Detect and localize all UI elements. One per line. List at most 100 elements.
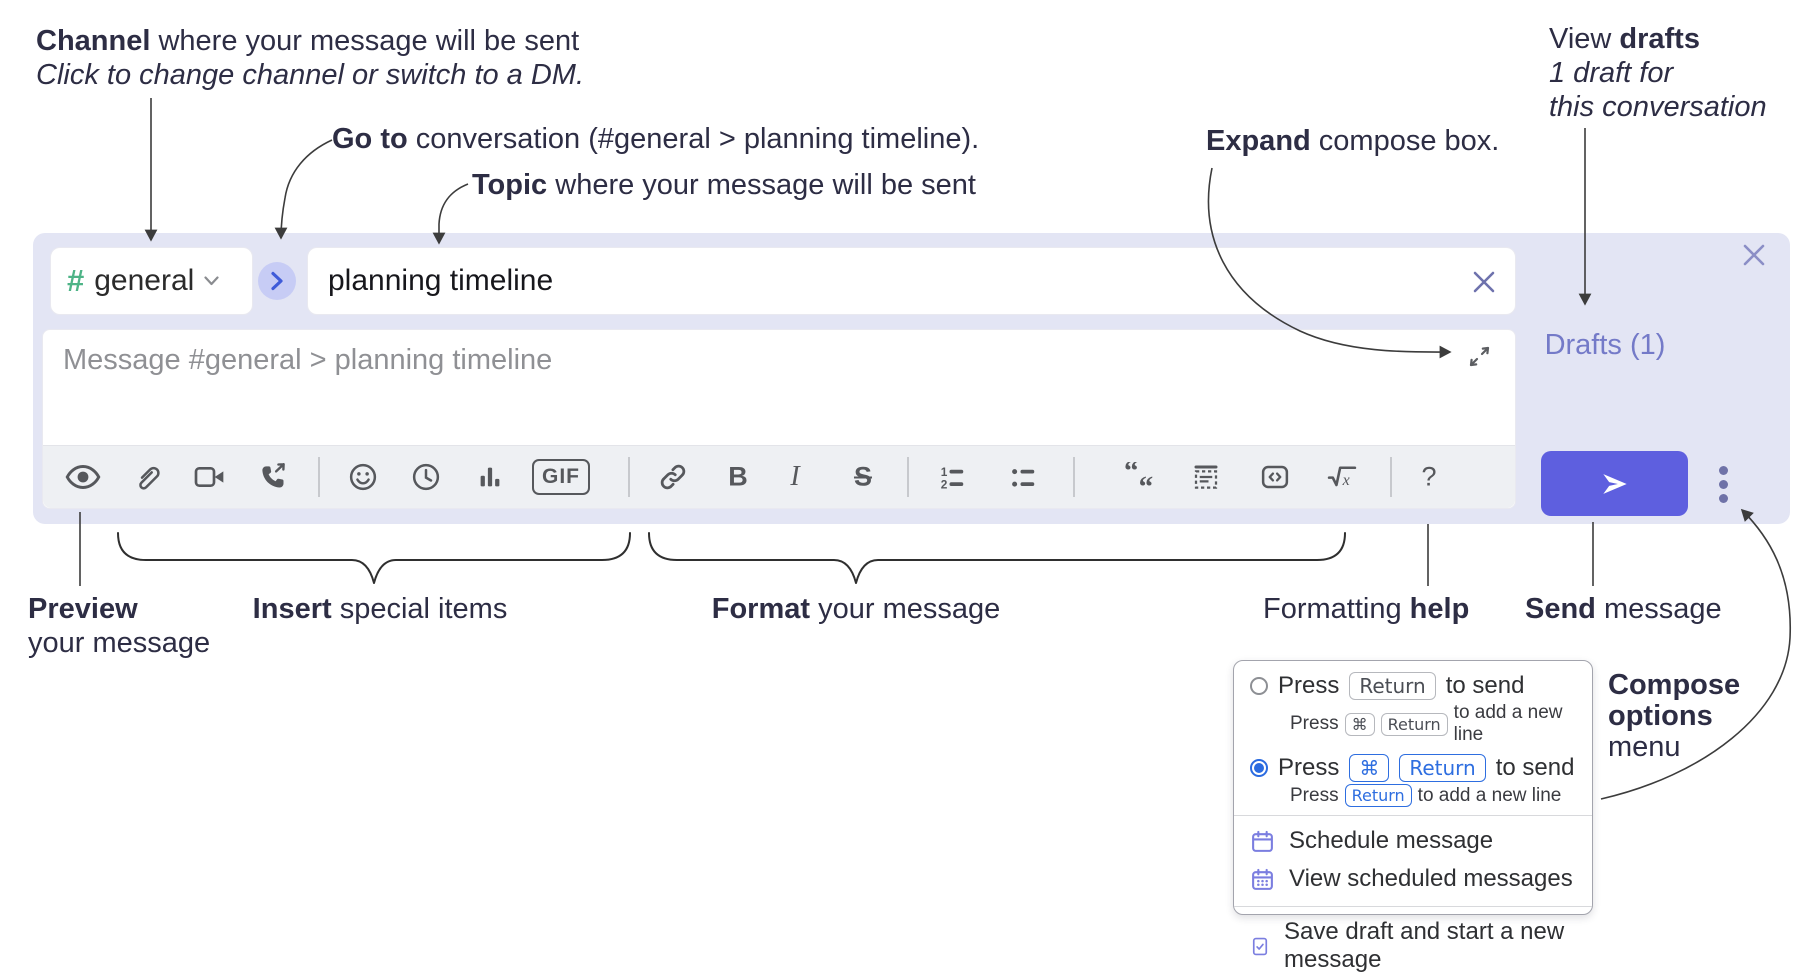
strikethrough-icon: S [853, 461, 873, 492]
annotation-preview-line2: your message [28, 627, 211, 659]
formatting-help-button[interactable]: ? [1421, 462, 1436, 493]
annotation-expand-bold: Expand [1206, 125, 1311, 157]
annotation-compose-options-line1: Compose [1608, 669, 1741, 701]
compose-toolbar: GIF B I S 1 2 [43, 445, 1515, 508]
bold-button[interactable]: B [728, 462, 748, 493]
menu-item-label: Schedule message [1289, 827, 1494, 854]
chevron-down-icon [204, 276, 219, 286]
annotation-preview: Preview your message [28, 592, 210, 660]
compose-options-popup: Press Return to send Press ⌘ Return to a… [1233, 660, 1593, 973]
insert-link-button[interactable] [658, 462, 688, 492]
annotation-topic: Topic where your message will be sent [472, 168, 976, 202]
video-camera-icon [194, 467, 224, 487]
bulleted-list-button[interactable] [1008, 462, 1038, 492]
channel-selector[interactable]: # general [50, 247, 253, 315]
compose-box: # general planning timeline Message #gen… [33, 233, 1790, 524]
annotation-goto-rest: conversation (#general > planning timeli… [407, 123, 980, 155]
attach-file-button[interactable] [132, 462, 162, 492]
annotation-expand: Expand compose box. [1206, 124, 1499, 158]
add-gif-button[interactable]: GIF [532, 459, 590, 495]
menu-item-label: View scheduled messages [1289, 865, 1573, 892]
annotation-channel-line2: Click to change channel or switch to a D… [36, 59, 585, 91]
popup-o2s-pre: Press [1290, 784, 1339, 806]
topic-value: planning timeline [328, 264, 554, 297]
menu-item-schedule-message[interactable]: Schedule message [1250, 822, 1592, 860]
menu-item-save-draft[interactable]: Save draft and start a new message [1250, 913, 1592, 979]
add-emoji-button[interactable] [348, 462, 378, 492]
popup-option1-subtext: Press ⌘ Return to add a new line [1290, 702, 1592, 746]
svg-text:1: 1 [941, 465, 948, 479]
annotation-insert-bold: Insert [252, 593, 332, 625]
annotation-preview-bold: Preview [28, 593, 138, 625]
quote-icon: “ “ [1124, 462, 1153, 492]
ellipsis-dot [1718, 465, 1728, 475]
calendar-icon [1252, 830, 1273, 852]
annotation-send-rest: message [1595, 593, 1722, 625]
close-icon [1743, 244, 1765, 266]
italic-icon: I [790, 461, 800, 492]
kbd-return: Return [1349, 672, 1436, 700]
annotation-send: Send message [1525, 592, 1722, 626]
annotation-drafts-line2: 1 draft for [1549, 57, 1674, 89]
menu-item-label: Save draft and start a new message [1284, 918, 1565, 973]
spoiler-icon [1194, 465, 1218, 489]
calendar-scheduled-icon [1252, 868, 1273, 890]
code-button[interactable] [1260, 462, 1290, 492]
quote-button[interactable]: “ “ [1124, 462, 1158, 492]
message-placeholder: Message #general > planning timeline [63, 344, 553, 376]
popup-o2s-post: to add a new line [1417, 784, 1562, 806]
toolbar-divider [1073, 457, 1075, 497]
annotation-channel: Channel where your message will be sent … [36, 24, 584, 92]
annotation-help-pre: Formatting [1263, 593, 1410, 625]
popup-divider [1234, 815, 1592, 816]
clear-topic-button[interactable] [1471, 269, 1497, 300]
channel-name: general [94, 264, 195, 297]
annotation-drafts-pre: View [1549, 23, 1620, 55]
send-button[interactable] [1541, 451, 1688, 516]
close-icon [1473, 271, 1495, 293]
drafts-link[interactable]: Drafts (1) [1544, 329, 1666, 361]
preview-message-button[interactable] [65, 464, 101, 490]
close-compose-button[interactable] [1740, 241, 1768, 274]
send-icon [1602, 473, 1627, 494]
annotation-channel-rest: where your message will be sent [150, 25, 580, 57]
start-video-call-button[interactable] [194, 464, 226, 490]
popup-o1s-post: to add a new line [1453, 702, 1563, 745]
radio-unselected-icon[interactable] [1250, 677, 1268, 695]
topic-input[interactable]: planning timeline [307, 247, 1516, 315]
go-to-conversation-button[interactable] [258, 262, 296, 300]
expand-icon [1469, 346, 1490, 367]
popup-option-cmd-return-to-send[interactable]: Press ⌘ Return to send [1250, 754, 1592, 782]
math-latex-icon: x [1327, 466, 1357, 489]
menu-item-view-scheduled[interactable]: View scheduled messages [1250, 860, 1592, 898]
italic-button[interactable]: I [790, 461, 799, 493]
annotation-topic-rest: where your message will be sent [547, 169, 976, 201]
spoiler-button[interactable] [1191, 462, 1221, 492]
annotation-help: Formatting help [1263, 592, 1469, 626]
radio-selected-icon[interactable] [1250, 759, 1268, 777]
annotation-drafts-line3: this conversation [1549, 91, 1767, 123]
annotation-view-drafts: View drafts 1 draft for this conversatio… [1549, 22, 1767, 124]
toolbar-divider [318, 457, 320, 497]
annotation-send-bold: Send [1525, 593, 1596, 625]
annotation-goto: Go to conversation (#general > planning … [332, 122, 979, 156]
ellipsis-dot [1718, 493, 1728, 503]
add-global-time-button[interactable] [411, 462, 441, 492]
brace-format [648, 532, 1346, 584]
numbered-list-button[interactable]: 1 2 [937, 462, 967, 492]
numbered-list-icon: 1 2 [941, 465, 964, 491]
math-button[interactable]: x [1326, 462, 1358, 492]
message-compose-area[interactable]: Message #general > planning timeline [42, 329, 1516, 509]
svg-text:x: x [1342, 472, 1350, 489]
compose-options-button[interactable] [1710, 461, 1736, 507]
popup-option-return-to-send[interactable]: Press Return to send [1250, 672, 1592, 700]
start-voice-call-button[interactable] [258, 462, 288, 492]
annotation-goto-bold: Go to [332, 123, 408, 155]
bar-chart-icon [480, 467, 500, 487]
annotation-format-bold: Format [711, 593, 811, 625]
chevron-right-icon [271, 271, 283, 291]
smiley-icon [349, 463, 377, 491]
expand-compose-button[interactable] [1466, 343, 1493, 375]
strikethrough-button[interactable]: S [854, 462, 872, 493]
add-poll-button[interactable] [475, 462, 505, 492]
